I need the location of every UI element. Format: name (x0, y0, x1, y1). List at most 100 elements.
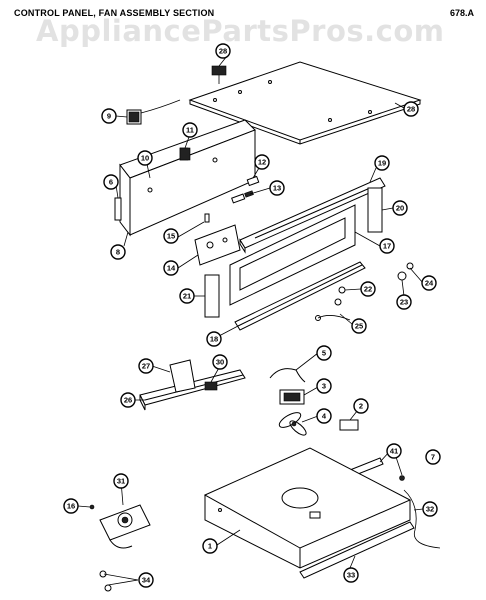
callout-6: 6 (103, 174, 119, 190)
part-20-end-cap (367, 187, 383, 233)
callout-5: 5 (316, 345, 332, 361)
svg-text:26: 26 (124, 396, 132, 405)
svg-text:10: 10 (141, 154, 149, 163)
svg-text:1: 1 (208, 542, 212, 551)
callout-12: 12 (254, 154, 270, 170)
callout-10: 10 (137, 150, 153, 166)
svg-text:23: 23 (400, 298, 408, 307)
part-4-fan-blade (278, 412, 307, 436)
part-18-trim (234, 261, 366, 331)
callout-19: 19 (374, 155, 390, 171)
part-16-screw (89, 504, 95, 510)
svg-text:28: 28 (407, 105, 415, 114)
svg-text:5: 5 (322, 349, 326, 358)
svg-text:32: 32 (426, 505, 434, 514)
callout-9: 9 (101, 108, 117, 124)
callout-30: 30 (212, 354, 228, 370)
callout-26: 26 (120, 392, 136, 408)
callout-4: 4 (316, 408, 332, 424)
part-21-end-cap (204, 274, 220, 318)
callout-24: 24 (421, 275, 437, 291)
page-code: 678.A (449, 8, 474, 18)
callout-31: 31 (113, 473, 129, 489)
svg-text:27: 27 (142, 362, 150, 371)
part-1-base-plate (203, 447, 412, 569)
part-5-clamp (269, 368, 306, 383)
callout-33: 33 (343, 567, 359, 583)
callout-22: 22 (360, 281, 376, 297)
callout-11: 11 (182, 122, 198, 138)
callout-2: 2 (353, 398, 369, 414)
svg-text:18: 18 (210, 335, 218, 344)
svg-text:41: 41 (390, 447, 398, 456)
svg-text:11: 11 (186, 126, 194, 135)
svg-text:16: 16 (67, 502, 75, 511)
svg-text:4: 4 (322, 412, 327, 421)
part-3-fan-motor (279, 389, 305, 405)
svg-text:2: 2 (359, 402, 363, 411)
svg-text:17: 17 (383, 242, 391, 251)
part-17-control-panel (229, 204, 356, 306)
callout-25: 25 (351, 318, 367, 334)
svg-text:22: 22 (364, 285, 372, 294)
svg-text:8: 8 (116, 248, 120, 257)
svg-text:30: 30 (216, 358, 224, 367)
svg-text:6: 6 (109, 178, 113, 187)
callout-34: 34 (138, 572, 154, 588)
callout-20: 20 (392, 200, 408, 216)
callout-13: 13 (269, 180, 285, 196)
svg-text:19: 19 (378, 159, 386, 168)
part-6-strip (114, 197, 122, 221)
part-32-cable (403, 489, 441, 549)
svg-text:3: 3 (322, 382, 326, 391)
part-14-control-module (194, 224, 241, 266)
callout-16: 16 (63, 498, 79, 514)
leader-lines (77, 55, 424, 586)
part-top-cover (188, 61, 422, 145)
part-31-switch-assembly (99, 504, 151, 549)
part-7-screw (399, 475, 405, 481)
svg-text:20: 20 (396, 204, 404, 213)
svg-text:7: 7 (431, 453, 435, 462)
diagram-header: CONTROL PANEL, FAN ASSEMBLY SECTION 678.… (0, 0, 486, 24)
part-19-panel-strip (239, 177, 386, 254)
callout-3: 3 (316, 378, 332, 394)
diagram-title: CONTROL PANEL, FAN ASSEMBLY SECTION (14, 8, 215, 18)
svg-text:9: 9 (107, 112, 111, 121)
part-33-strip (299, 521, 415, 579)
callout-14: 14 (163, 260, 179, 276)
callout-8: 8 (110, 244, 126, 260)
part-11-switch (179, 147, 191, 161)
svg-text:31: 31 (117, 477, 125, 486)
callout-1: 1 (202, 538, 218, 554)
callout-17: 17 (379, 238, 395, 254)
callout-7: 7 (425, 449, 441, 465)
callout-32: 32 (422, 501, 438, 517)
svg-text:13: 13 (273, 184, 281, 193)
svg-text:34: 34 (142, 576, 151, 585)
callout-28-top: 28 (215, 43, 231, 59)
svg-text:21: 21 (183, 292, 191, 301)
callout-27: 27 (138, 358, 154, 374)
callout-41: 41 (386, 443, 402, 459)
svg-text:24: 24 (425, 279, 434, 288)
callout-28-right: 28 (403, 101, 419, 117)
svg-text:14: 14 (167, 264, 176, 273)
svg-text:15: 15 (167, 232, 175, 241)
part-2-sensor (339, 419, 359, 431)
part-27-bracket (169, 359, 196, 393)
callout-15: 15 (163, 228, 179, 244)
svg-text:25: 25 (355, 322, 363, 331)
watermark: AppliancePartsPros.com (36, 14, 445, 48)
part-15-screw (204, 213, 210, 223)
callout-21: 21 (179, 288, 195, 304)
svg-text:12: 12 (258, 158, 266, 167)
callout-23: 23 (396, 294, 412, 310)
part-30-component (204, 381, 218, 391)
part-12-13-clips (231, 175, 260, 204)
part-9-bracket (126, 99, 181, 125)
svg-text:28: 28 (219, 47, 227, 56)
svg-text:33: 33 (347, 571, 355, 580)
callout-18: 18 (206, 331, 222, 347)
